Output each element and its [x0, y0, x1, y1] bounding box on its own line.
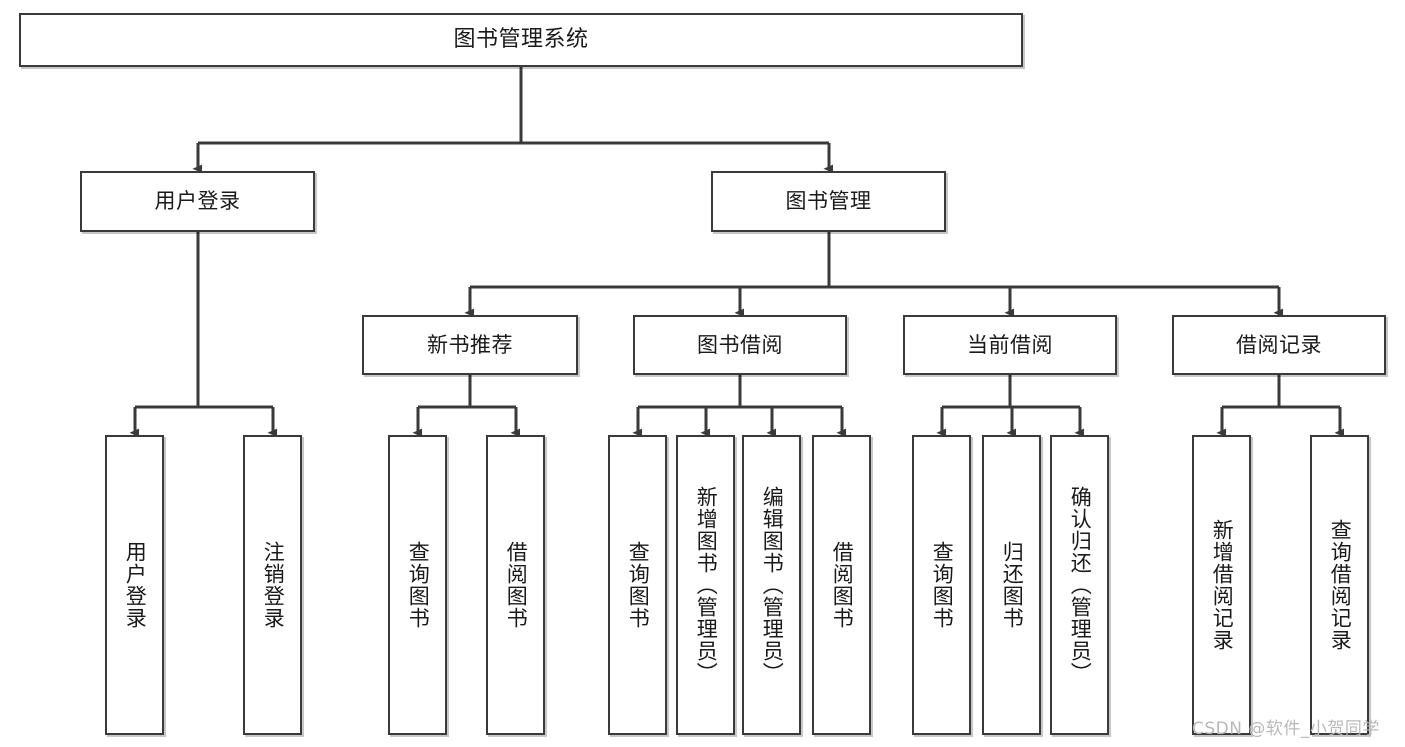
node-leaf9[interactable]: 查询图书: [912, 435, 971, 735]
node-label: 归还图书: [1000, 541, 1025, 629]
node-l2d[interactable]: 借阅记录: [1172, 315, 1386, 375]
node-leaf4[interactable]: 借阅图书: [486, 435, 545, 735]
node-label: 查询借阅记录: [1328, 519, 1353, 651]
node-label: 查询图书: [406, 541, 431, 629]
node-leaf12[interactable]: 新增借阅记录: [1192, 435, 1251, 735]
node-label: 借阅记录: [1236, 332, 1322, 357]
node-label: 查询图书: [626, 541, 651, 629]
node-leaf10[interactable]: 归还图书: [982, 435, 1041, 735]
node-label: 图书管理: [785, 189, 872, 214]
node-label: 编辑图书（管理员）: [760, 486, 785, 684]
node-l2a[interactable]: 新书推荐: [362, 315, 578, 375]
node-l2b[interactable]: 图书借阅: [633, 315, 847, 375]
node-label: 注销登录: [261, 541, 286, 629]
node-label: 新增图书（管理员）: [694, 486, 719, 684]
node-label: 借阅图书: [504, 541, 529, 629]
node-label: 新增借阅记录: [1210, 519, 1235, 651]
node-label: 当前借阅: [967, 332, 1053, 357]
node-leaf11[interactable]: 确认归还（管理员）: [1050, 435, 1109, 735]
node-leaf2[interactable]: 注销登录: [243, 435, 302, 735]
node-l2c[interactable]: 当前借阅: [903, 315, 1117, 375]
node-label: 图书借阅: [697, 332, 783, 357]
node-l1b[interactable]: 图书管理: [711, 171, 946, 232]
node-label: 用户登录: [123, 541, 148, 629]
node-leaf1[interactable]: 用户登录: [105, 435, 164, 735]
node-label: 新书推荐: [427, 332, 513, 357]
node-label: 确认归还（管理员）: [1068, 486, 1093, 684]
node-label: 查询图书: [930, 541, 955, 629]
node-label: 借阅图书: [830, 541, 855, 629]
node-root[interactable]: 图书管理系统: [19, 13, 1023, 67]
node-label: 用户登录: [154, 189, 241, 214]
node-leaf13[interactable]: 查询借阅记录: [1310, 435, 1369, 735]
node-label: 图书管理系统: [453, 27, 589, 53]
node-l1a[interactable]: 用户登录: [80, 171, 315, 232]
node-leaf5[interactable]: 查询图书: [608, 435, 667, 735]
node-leaf6[interactable]: 新增图书（管理员）: [676, 435, 735, 735]
node-leaf8[interactable]: 借阅图书: [812, 435, 871, 735]
node-leaf7[interactable]: 编辑图书（管理员）: [742, 435, 801, 735]
node-leaf3[interactable]: 查询图书: [388, 435, 447, 735]
